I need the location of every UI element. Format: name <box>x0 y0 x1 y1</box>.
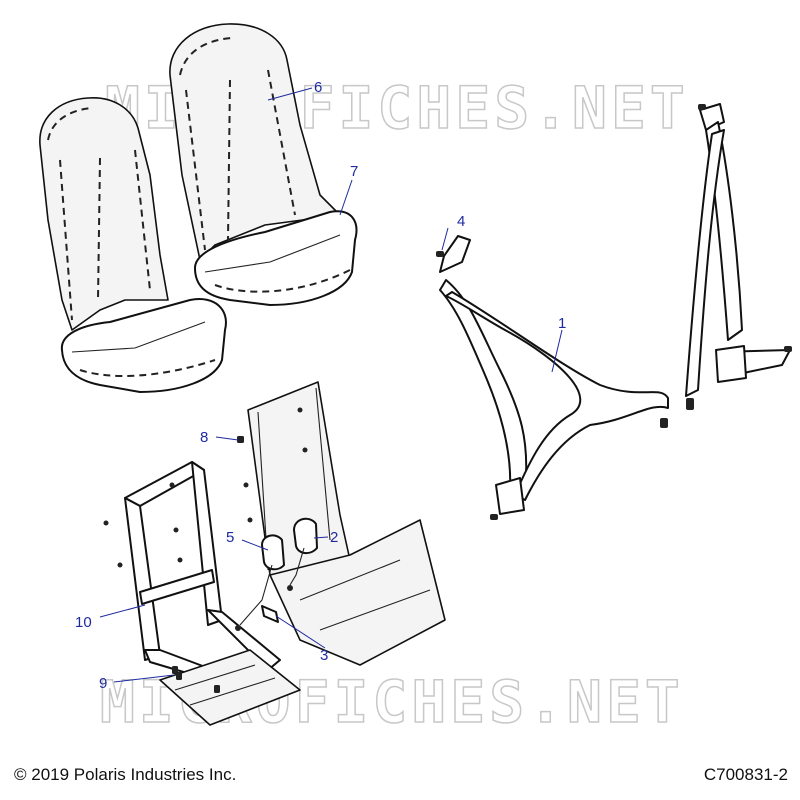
leader-6 <box>267 87 313 101</box>
buckle-right <box>287 517 318 591</box>
leader-5 <box>241 539 269 551</box>
seat-belt-left <box>436 235 669 520</box>
figure-code: C700831-2 <box>703 765 788 784</box>
leader-2 <box>313 536 329 539</box>
seat-right <box>169 23 358 306</box>
leader-10 <box>99 604 146 618</box>
callout-7: 7 <box>350 163 358 180</box>
callout-6: 6 <box>314 79 322 96</box>
leader-8 <box>215 436 239 441</box>
leader-9 <box>113 674 175 683</box>
seat-left <box>39 97 227 393</box>
callout-2: 2 <box>330 529 338 546</box>
callout-8: 8 <box>200 429 208 446</box>
callout-10: 10 <box>75 614 92 631</box>
leader-1 <box>551 329 563 373</box>
hardware-9 <box>176 672 182 680</box>
bolt-3 <box>261 605 279 623</box>
hardware-8 <box>237 436 244 443</box>
copyright-text: © 2019 Polaris Industries Inc. <box>14 765 237 784</box>
callout-3: 3 <box>320 647 328 664</box>
buckle-left <box>235 534 285 631</box>
leader-7 <box>339 179 353 216</box>
leader-4 <box>441 227 449 251</box>
leader-3 <box>275 615 326 649</box>
seat-frame-rear <box>243 381 446 666</box>
callout-9: 9 <box>99 675 107 692</box>
seat-frame-front <box>103 461 301 726</box>
callout-4: 4 <box>457 213 465 230</box>
seat-belt-right <box>685 103 792 410</box>
callout-5: 5 <box>226 529 234 546</box>
callout-1: 1 <box>558 315 566 332</box>
